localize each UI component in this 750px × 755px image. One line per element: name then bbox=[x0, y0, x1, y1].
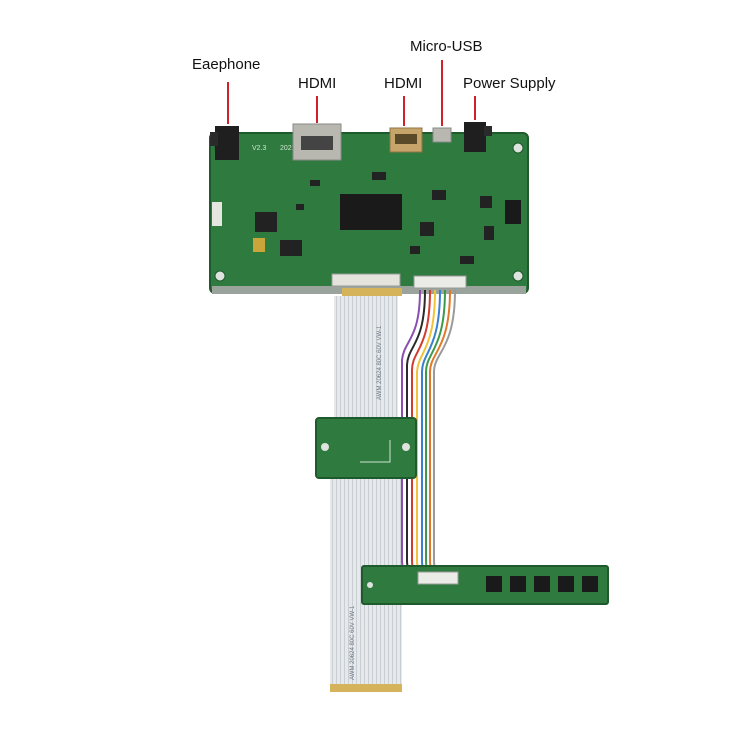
hdmi-port-1 bbox=[292, 123, 342, 161]
main-board: V2.3 2021.3 bbox=[209, 132, 529, 294]
board-date: 2021.3 bbox=[280, 145, 302, 152]
callout-hdmi-2: HDMI bbox=[384, 75, 423, 92]
side-chip bbox=[505, 200, 521, 224]
hdmi-port-2 bbox=[389, 127, 423, 153]
callout-power-supply: Power Supply bbox=[463, 75, 556, 92]
callout-hdmi-1: HDMI bbox=[298, 75, 337, 92]
power-jack bbox=[464, 122, 492, 152]
capacitor bbox=[253, 238, 265, 252]
cable-print: AWM 20624 80C 60V VW-1 bbox=[350, 605, 356, 680]
key-board bbox=[361, 565, 609, 605]
callout-pointers bbox=[227, 60, 476, 126]
ic-chip bbox=[280, 240, 302, 256]
push-button bbox=[582, 576, 598, 592]
callout-earphone: Eaephone bbox=[192, 56, 261, 73]
main-chip bbox=[340, 194, 402, 230]
ic-chip bbox=[432, 190, 446, 200]
push-button bbox=[534, 576, 550, 592]
push-button bbox=[510, 576, 526, 592]
ic-chip bbox=[480, 196, 492, 208]
key-connector bbox=[413, 275, 467, 289]
ic-chip bbox=[484, 226, 494, 240]
ic-chip bbox=[255, 212, 277, 232]
ffc-cable bbox=[334, 296, 398, 420]
micro-usb-port bbox=[432, 127, 452, 143]
adapter-board bbox=[315, 417, 417, 479]
cable-print: AWM 20624 80C 60V VW-1 bbox=[377, 325, 383, 400]
ffc-gold-contacts bbox=[330, 684, 402, 692]
side-connector bbox=[212, 202, 222, 226]
ffc-gold-contacts bbox=[342, 288, 402, 296]
board-version: V2.3 bbox=[252, 145, 267, 152]
earphone-jack bbox=[210, 126, 239, 160]
ic-chip bbox=[420, 222, 434, 236]
push-button bbox=[558, 576, 574, 592]
lvds-connector bbox=[331, 273, 401, 287]
push-button bbox=[486, 576, 502, 592]
callout-micro-usb: Micro-USB bbox=[410, 38, 483, 55]
